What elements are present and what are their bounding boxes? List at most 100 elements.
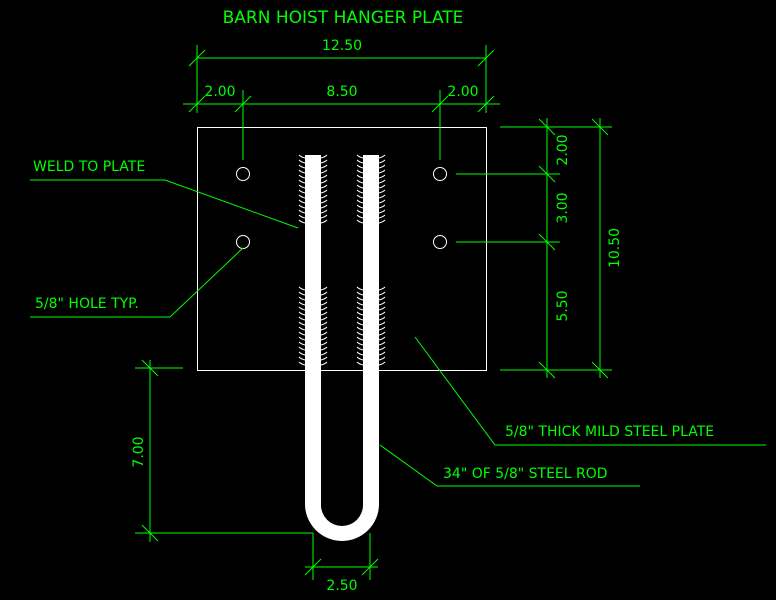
thread-mark (320, 199, 328, 204)
callout-plate-text: 5/8" THICK MILD STEEL PLATE (505, 424, 714, 440)
thread-mark (356, 209, 364, 214)
thread-mark (298, 301, 306, 306)
callout-hole: 5/8" HOLE TYP. (30, 247, 244, 318)
dim-top-to-hole: 2.00 (555, 134, 571, 165)
bolt-holes (236, 167, 447, 249)
u-bolt-rod (305, 155, 379, 541)
thread-mark (298, 174, 306, 179)
thread-mark (356, 164, 364, 169)
dim-hole-vertical-spacing: 3.00 (555, 192, 571, 223)
thread-mark (356, 194, 364, 199)
thread-mark (298, 316, 306, 321)
thread-mark (298, 341, 306, 346)
thread-mark (378, 219, 386, 224)
thread-mark (356, 154, 364, 159)
rod-threads (298, 154, 386, 366)
thread-mark (298, 199, 306, 204)
thread-mark (378, 296, 386, 301)
thread-mark (378, 321, 386, 326)
thread-mark (320, 169, 328, 174)
thread-mark (356, 336, 364, 341)
thread-mark (298, 179, 306, 184)
thread-mark (320, 346, 328, 351)
thread-mark (320, 336, 328, 341)
thread-mark (378, 331, 386, 336)
thread-mark (320, 356, 328, 361)
thread-mark (356, 174, 364, 179)
callout-weld-text: WELD TO PLATE (33, 159, 145, 175)
thread-mark (356, 204, 364, 209)
thread-mark (356, 179, 364, 184)
thread-mark (320, 321, 328, 326)
thread-mark (320, 341, 328, 346)
dim-overall-width: 12.50 (322, 38, 362, 54)
thread-mark (320, 204, 328, 209)
thread-mark (356, 199, 364, 204)
thread-mark (378, 341, 386, 346)
thread-mark (356, 306, 364, 311)
thread-mark (298, 346, 306, 351)
thread-mark (298, 219, 306, 224)
thread-mark (320, 311, 328, 316)
thread-mark (378, 164, 386, 169)
rod-dimensions: 7.00 2.50 (131, 359, 379, 594)
hole-bottom-right (433, 235, 447, 249)
thread-mark (298, 159, 306, 164)
hole-top-left (236, 167, 250, 181)
thread-mark (320, 306, 328, 311)
thread-mark (378, 214, 386, 219)
thread-mark (298, 306, 306, 311)
thread-mark (298, 356, 306, 361)
thread-mark (378, 346, 386, 351)
thread-mark (356, 331, 364, 336)
thread-mark (356, 311, 364, 316)
callout-rod: 34" OF 5/8" STEEL ROD (379, 444, 640, 487)
dim-hole-to-bottom: 5.50 (555, 290, 571, 321)
dim-right-edge: 2.00 (447, 84, 478, 100)
thread-mark (378, 311, 386, 316)
dim-rod-extension: 7.00 (131, 436, 147, 467)
thread-mark (320, 154, 328, 159)
thread-mark (320, 174, 328, 179)
dim-rod-width: 2.50 (326, 578, 357, 594)
thread-mark (356, 356, 364, 361)
thread-mark (298, 311, 306, 316)
thread-mark (378, 361, 386, 366)
thread-mark (378, 159, 386, 164)
horizontal-dimensions: 12.50 2.00 8.50 2.00 (183, 38, 500, 160)
thread-mark (320, 331, 328, 336)
thread-mark (356, 316, 364, 321)
thread-mark (298, 164, 306, 169)
thread-mark (356, 291, 364, 296)
thread-mark (356, 159, 364, 164)
thread-mark (356, 169, 364, 174)
thread-mark (298, 321, 306, 326)
thread-mark (298, 361, 306, 366)
thread-mark (298, 351, 306, 356)
thread-mark (356, 301, 364, 306)
callout-weld: WELD TO PLATE (30, 159, 299, 229)
thread-mark (378, 204, 386, 209)
thread-mark (378, 194, 386, 199)
thread-mark (378, 326, 386, 331)
thread-mark (356, 326, 364, 331)
thread-mark (378, 169, 386, 174)
thread-mark (320, 316, 328, 321)
thread-mark (298, 291, 306, 296)
thread-mark (378, 291, 386, 296)
thread-mark (298, 154, 306, 159)
thread-mark (320, 286, 328, 291)
thread-mark (298, 194, 306, 199)
thread-mark (320, 179, 328, 184)
thread-mark (378, 356, 386, 361)
steel-plate (197, 127, 487, 371)
thread-mark (356, 346, 364, 351)
thread-mark (298, 336, 306, 341)
callout-plate: 5/8" THICK MILD STEEL PLATE (414, 336, 766, 446)
drawing-title: BARN HOIST HANGER PLATE (223, 8, 464, 28)
thread-mark (320, 219, 328, 224)
thread-mark (378, 199, 386, 204)
thread-mark (378, 209, 386, 214)
dim-left-edge: 2.00 (204, 84, 235, 100)
